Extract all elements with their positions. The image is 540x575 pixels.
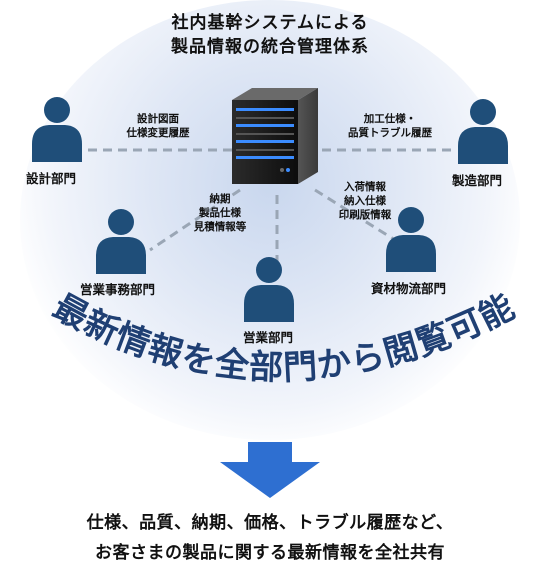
- flow-materials: 入荷情報 納入仕様 印刷版情報: [325, 180, 405, 222]
- flow-design-line: 設計図面: [137, 113, 179, 125]
- flow-sales-office-line: 見積情報等: [193, 221, 247, 233]
- flow-design-line: 仕様変更履歴: [126, 127, 190, 139]
- title-line-1: 社内基幹システムによる: [171, 13, 369, 33]
- person-icon: [96, 209, 146, 274]
- background-glow: [20, 0, 520, 440]
- person-icon: [386, 207, 436, 272]
- person-icon: [32, 97, 82, 162]
- title-line-2: 製品情報の統合管理体系: [171, 37, 369, 57]
- dept-sales-office: 営業事務部門: [80, 282, 156, 297]
- person-icon: [244, 257, 294, 322]
- dept-materials: 資材物流部門: [371, 281, 447, 296]
- flow-sales-office-line: 納期: [209, 193, 231, 205]
- server-icon: [232, 88, 318, 184]
- connector-sales-office: [149, 188, 241, 252]
- flow-sales-office: 納期 製品仕様 見積情報等: [180, 192, 260, 234]
- flow-materials-line: 納入仕様: [344, 195, 386, 207]
- connector-lines: [88, 148, 452, 262]
- flow-manufacturing-line: 加工仕様・: [363, 113, 417, 125]
- dept-design: 設計部門: [26, 171, 77, 186]
- dept-manufacturing: 製造部門: [452, 173, 503, 188]
- conclusion-line-1: 仕様、品質、納期、価格、トラブル履歴など、: [86, 513, 454, 533]
- conclusion-line-2: お客さまの製品に関する最新情報を全社共有: [95, 543, 445, 563]
- flow-manufacturing-line: 品質トラブル履歴: [348, 127, 432, 139]
- person-icon: [458, 99, 508, 164]
- connector-materials: [314, 188, 396, 242]
- flow-materials-line: 入荷情報: [344, 181, 386, 193]
- down-arrow-icon: [220, 442, 320, 498]
- flow-materials-line: 印刷版情報: [338, 209, 392, 221]
- flow-manufacturing: 加工仕様・ 品質トラブル履歴: [330, 112, 450, 140]
- flow-design: 設計図面 仕様変更履歴: [108, 112, 208, 140]
- dept-sales: 営業部門: [243, 330, 294, 345]
- flow-sales-office-line: 製品仕様: [199, 207, 241, 219]
